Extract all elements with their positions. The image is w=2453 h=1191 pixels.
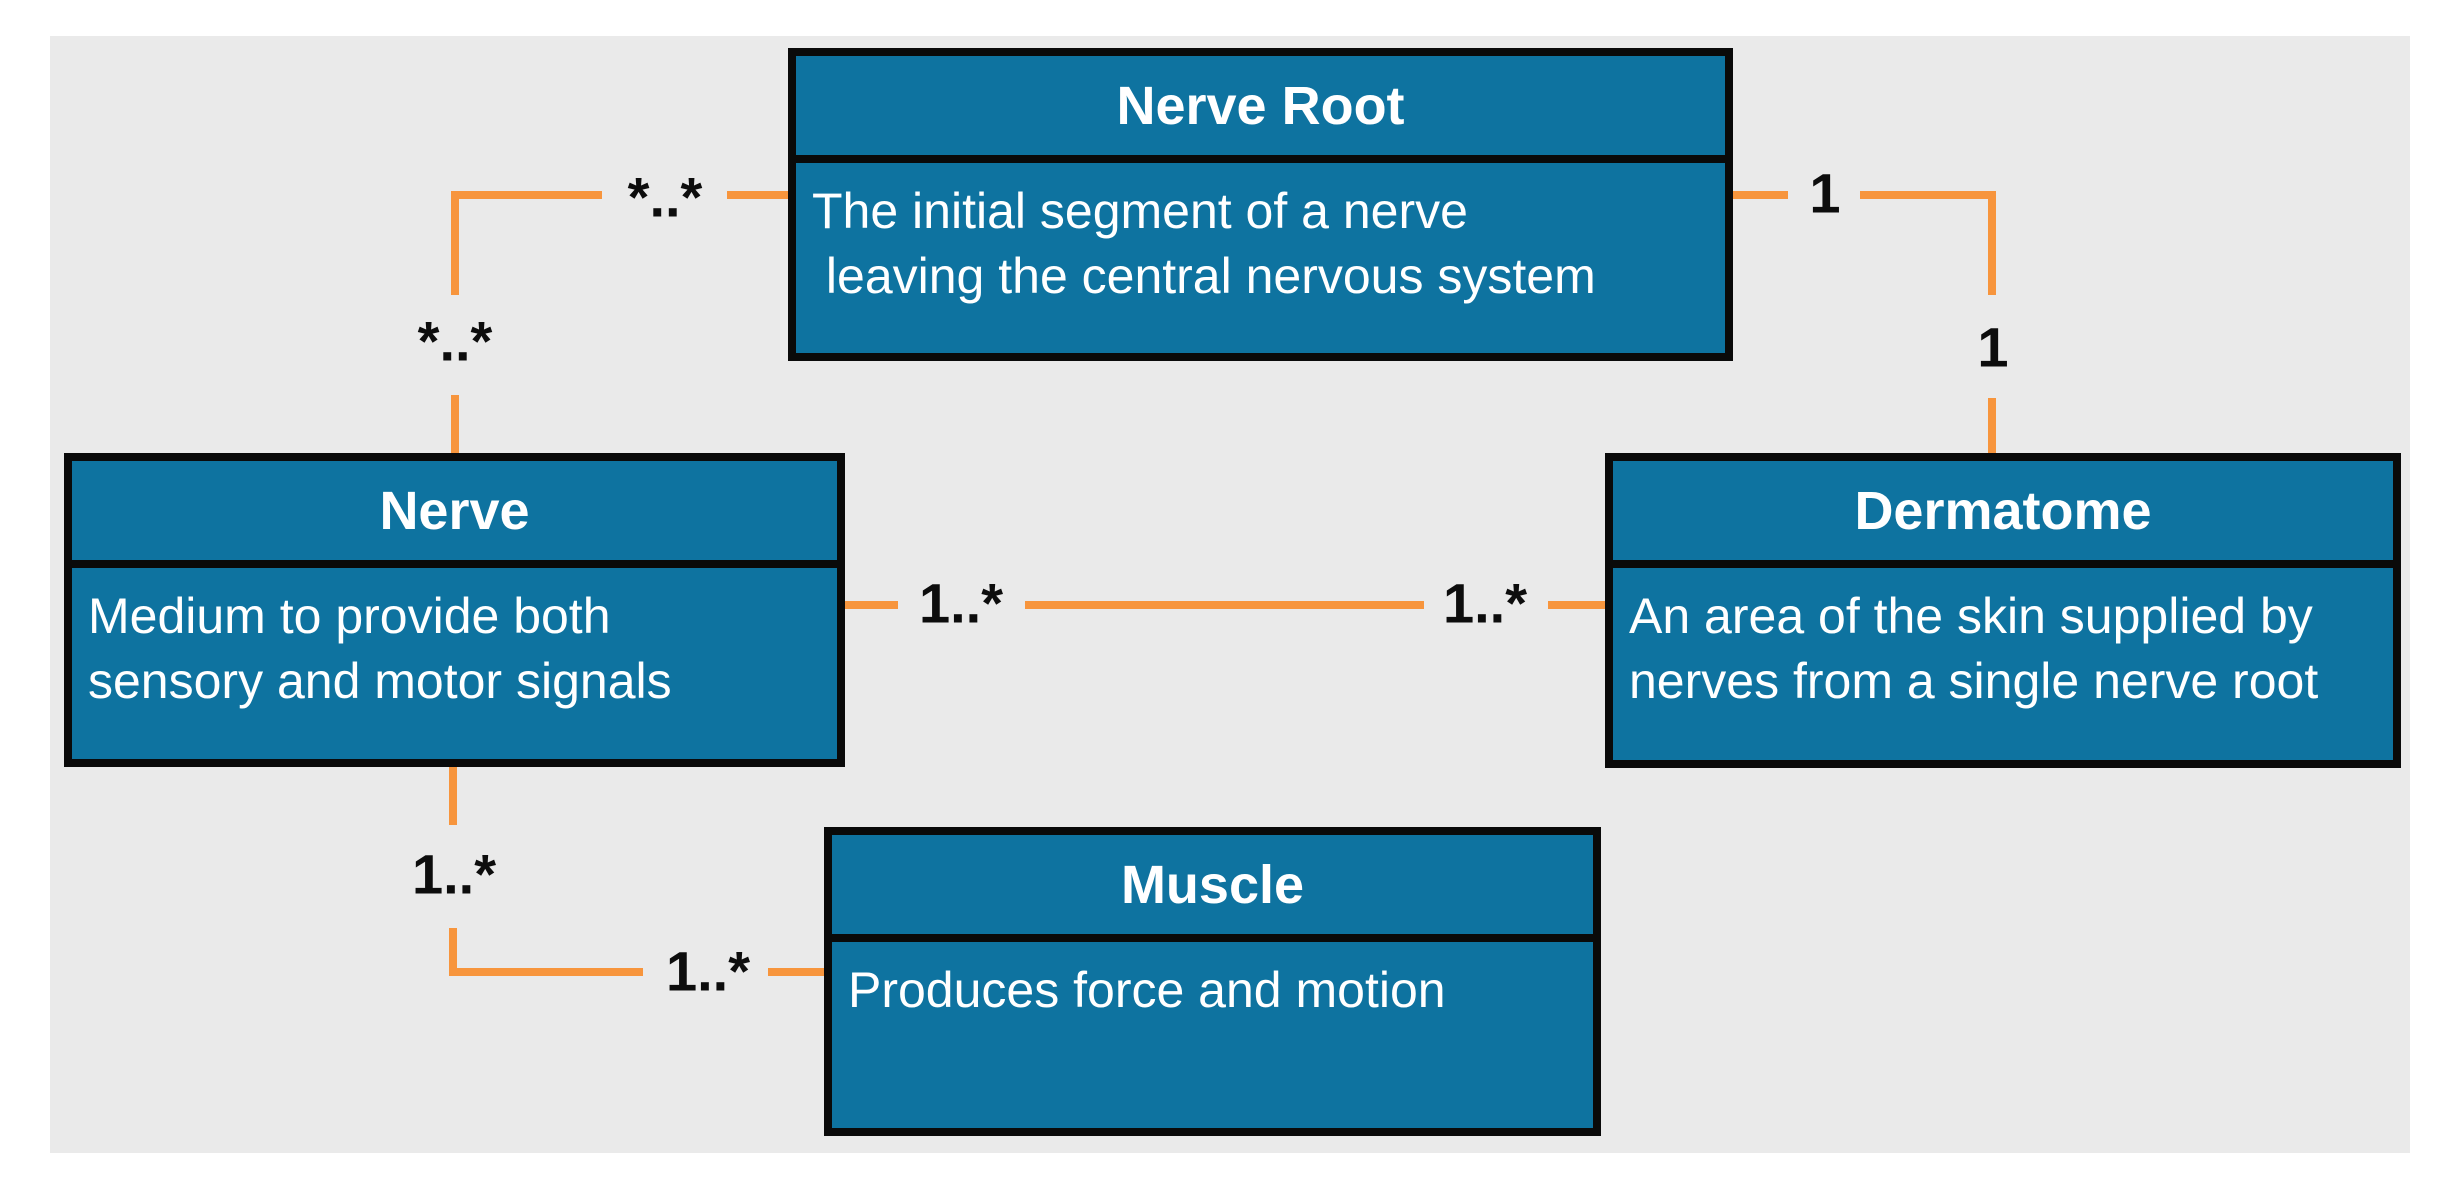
connector-segment xyxy=(1025,601,1424,609)
entity-box-muscle[interactable]: Muscle Produces force and motion xyxy=(824,827,1601,1136)
connector-segment xyxy=(727,191,788,199)
multiplicity-label: *..* xyxy=(627,165,703,229)
connector-segment xyxy=(1988,398,1996,453)
entity-box-dermatome[interactable]: Dermatome An area of the skin supplied b… xyxy=(1605,453,2401,768)
multiplicity-label: 1..* xyxy=(411,842,497,906)
entity-description: An area of the skin supplied by nerves f… xyxy=(1629,588,2319,709)
entity-header: Muscle xyxy=(832,835,1593,942)
entity-description: Medium to provide both sensory and motor… xyxy=(88,588,672,709)
connector-segment xyxy=(449,928,457,976)
connector-segment xyxy=(845,601,898,609)
entity-box-nerve-root[interactable]: Nerve Root The initial segment of a nerv… xyxy=(788,48,1733,361)
entity-header: Nerve Root xyxy=(796,56,1725,163)
entity-description: The initial segment of a nerve leaving t… xyxy=(812,183,1596,304)
entity-header: Nerve xyxy=(72,461,837,568)
multiplicity-label: 1..* xyxy=(918,571,1004,635)
connector-segment xyxy=(451,395,459,453)
connector-segment xyxy=(449,968,643,976)
connector-segment xyxy=(1860,191,1996,199)
entity-title: Muscle xyxy=(1120,854,1305,915)
connector-segment xyxy=(451,191,602,199)
multiplicity-label: 1..* xyxy=(1442,571,1528,635)
entity-description: Produces force and motion xyxy=(848,962,1446,1018)
connector-segment xyxy=(451,191,459,295)
connector-segment xyxy=(1988,191,1996,295)
entity-title: Nerve xyxy=(379,480,530,541)
connector-segment xyxy=(768,968,824,976)
multiplicity-label: 1..* xyxy=(665,939,751,1003)
multiplicity-label: 1 xyxy=(1977,315,2009,379)
multiplicity-label: 1 xyxy=(1809,161,1841,225)
entity-box-nerve[interactable]: Nerve Medium to provide both sensory and… xyxy=(64,453,845,767)
connector-segment xyxy=(1548,601,1605,609)
entity-header: Dermatome xyxy=(1613,461,2393,568)
multiplicity-label: *..* xyxy=(417,309,493,373)
connector-segment xyxy=(449,767,457,825)
entity-title: Dermatome xyxy=(1854,480,2152,541)
connector-segment xyxy=(1733,191,1788,199)
entity-title: Nerve Root xyxy=(1116,75,1405,136)
